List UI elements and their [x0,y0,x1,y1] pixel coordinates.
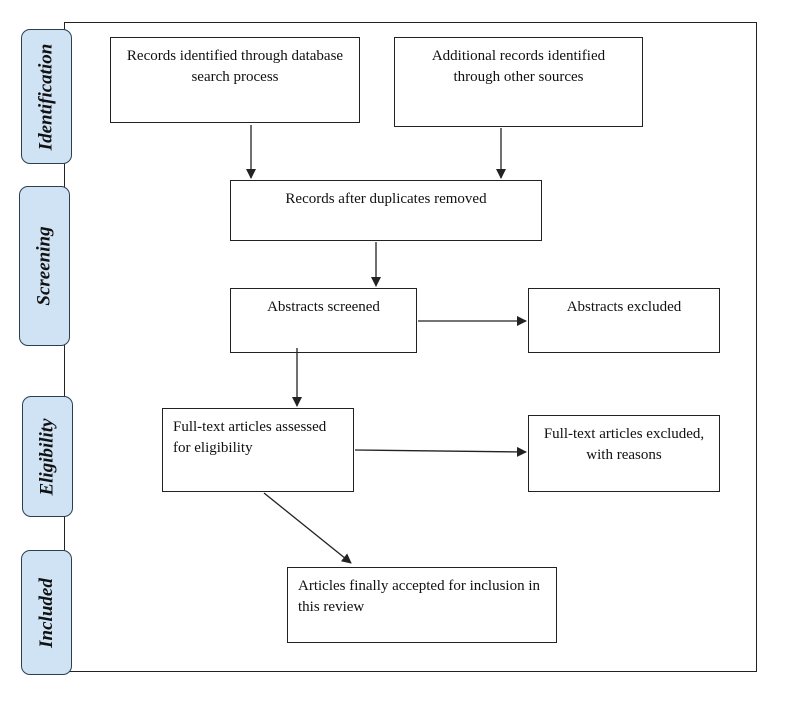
stage-identification: Identification [21,29,72,164]
box-records-database: Records identified through database sear… [110,37,360,123]
box-abstracts-screened-text: Abstracts screened [267,299,380,315]
box-additional-records: Additional records identified through ot… [394,37,643,127]
box-final-included-text: Articles finally accepted for inclusion … [298,578,540,615]
box-records-database-text: Records identified through database sear… [126,48,344,85]
box-fulltext-assessed-text: Full-text articles assessed for eligibil… [173,419,327,456]
box-abstracts-screened: Abstracts screened [230,288,417,353]
stage-screening: Screening [19,186,70,346]
stage-eligibility: Eligibility [22,396,73,517]
box-final-included: Articles finally accepted for inclusion … [287,567,557,643]
box-duplicates-removed: Records after duplicates removed [230,180,542,241]
box-additional-records-text: Additional records identified through ot… [431,48,606,85]
box-abstracts-excluded: Abstracts excluded [528,288,720,353]
stage-included: Included [21,550,72,675]
arrow-fulltext-to-included [263,492,352,564]
box-duplicates-removed-text: Records after duplicates removed [285,191,487,207]
box-fulltext-excluded: Full-text articles excluded, with reason… [528,415,720,492]
box-fulltext-assessed: Full-text articles assessed for eligibil… [162,408,354,492]
diagram-frame [64,22,757,672]
box-abstracts-excluded-text: Abstracts excluded [566,299,682,315]
box-fulltext-excluded-text: Full-text articles excluded, with reason… [543,426,705,463]
arrow-fulltext-to-excluded [354,446,527,457]
